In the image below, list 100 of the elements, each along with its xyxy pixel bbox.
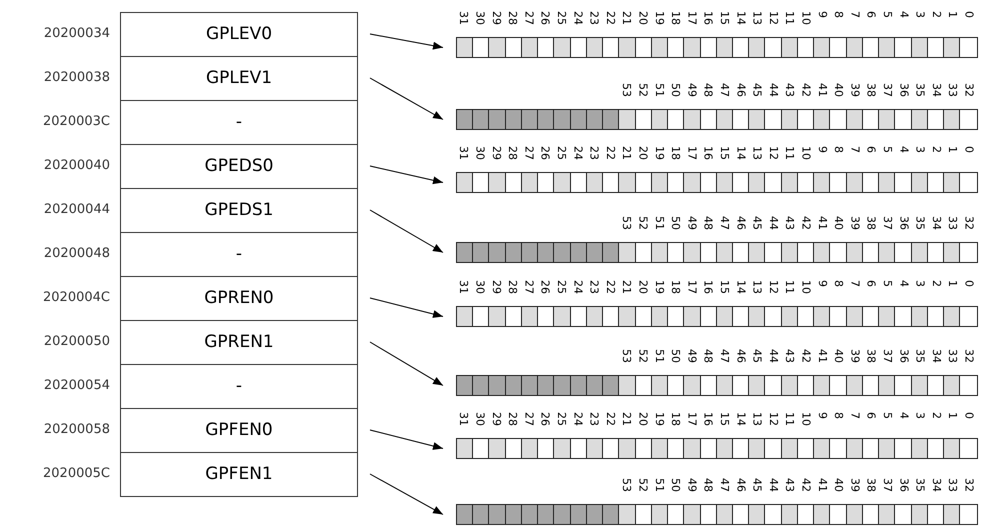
bit-number: 46 (735, 83, 746, 97)
bit-number: 19 (654, 280, 665, 294)
arrow (370, 342, 444, 386)
address-label: 20200048 (42, 247, 110, 260)
bit-number: 22 (604, 280, 616, 294)
address-label: 2020005C (42, 467, 110, 480)
bit-number: 4 (898, 280, 910, 287)
bit-number: 2 (930, 146, 942, 153)
bit-number: 39 (849, 349, 860, 363)
bit-number: 36 (898, 478, 910, 492)
bit-number: 41 (816, 83, 828, 97)
address-label: 20200040 (42, 159, 110, 172)
bit-number: 41 (816, 216, 828, 230)
bit-number: 5 (882, 11, 893, 18)
bit-number: 44 (768, 349, 779, 363)
bit-number: 7 (849, 11, 860, 18)
bit-number: 12 (768, 280, 779, 294)
bit-number: 49 (686, 216, 698, 230)
bit-number: 11 (784, 11, 796, 25)
register-row: GPFEN1 (120, 452, 358, 497)
bit-number: 50 (670, 478, 682, 492)
bit-number: 4 (898, 11, 910, 18)
bit-number: 10 (800, 280, 812, 294)
bit-number: 28 (507, 146, 518, 160)
bit-number: 37 (882, 478, 893, 492)
bit-number: 33 (947, 83, 958, 97)
bit-number: 29 (490, 412, 502, 426)
bit-number: 0 (963, 280, 974, 287)
bit-number: 46 (735, 216, 746, 230)
bit-number: 12 (768, 11, 779, 25)
bit-number: 22 (604, 146, 616, 160)
bit-number: 27 (523, 280, 534, 294)
bit-number: 0 (963, 412, 974, 419)
bit-number: 43 (784, 216, 796, 230)
bit-number: 45 (752, 349, 763, 363)
bit-number: 5 (882, 280, 893, 287)
bit-number: 27 (523, 146, 534, 160)
register-row: GPREN0 (120, 276, 358, 321)
bit-number: 44 (768, 83, 779, 97)
bit-number: 11 (784, 412, 796, 426)
bit-number: 49 (686, 478, 698, 492)
register-row: GPLEV1 (120, 56, 358, 101)
bit-number: 1 (947, 11, 958, 18)
bit-number: 2 (930, 412, 942, 419)
bit-number: 16 (702, 146, 714, 160)
bit-number: 2 (930, 11, 942, 18)
bit-number: 28 (507, 11, 518, 25)
bit-number: 25 (556, 11, 567, 25)
arrow (370, 298, 444, 318)
bit-number: 6 (866, 412, 877, 419)
bit-number: 34 (930, 216, 942, 230)
arrow (370, 430, 444, 450)
bit-number: 21 (621, 11, 632, 25)
bit-number: 34 (930, 83, 942, 97)
bit-number: 22 (604, 412, 616, 426)
bit-number: 40 (833, 349, 844, 363)
bit-number: 3 (914, 412, 926, 419)
bit-number: 53 (621, 349, 632, 363)
bit-number: 10 (800, 146, 812, 160)
bit-number: 47 (718, 83, 730, 97)
bit-number: 50 (670, 216, 682, 230)
bit-number: 19 (654, 146, 665, 160)
bit-number: 13 (752, 11, 763, 25)
bit-number: 15 (718, 146, 730, 160)
bit-number: 44 (768, 478, 779, 492)
bit-number: 52 (637, 83, 648, 97)
bit-number: 35 (914, 478, 926, 492)
bit-number: 41 (816, 349, 828, 363)
bit-number: 51 (654, 349, 665, 363)
bit-number: 26 (540, 11, 551, 25)
bit-number: 48 (702, 216, 714, 230)
bit-number: 42 (800, 83, 812, 97)
bit-number: 28 (507, 280, 518, 294)
bit-number: 20 (637, 280, 648, 294)
bit-number: 35 (914, 216, 926, 230)
bit-number: 42 (800, 349, 812, 363)
arrow (370, 34, 444, 50)
register-row: GPEDS0 (120, 144, 358, 189)
bit-number: 19 (654, 11, 665, 25)
bit-number: 26 (540, 146, 551, 160)
bit-number: 4 (898, 412, 910, 419)
bit-number: 18 (670, 280, 682, 294)
bit-number: 21 (621, 280, 632, 294)
bit-number: 47 (718, 478, 730, 492)
bit-number: 8 (833, 146, 844, 153)
bit-number: 8 (833, 280, 844, 287)
bit-number: 23 (588, 280, 600, 294)
bit-number: 13 (752, 146, 763, 160)
bit-number: 42 (800, 478, 812, 492)
bit-number: 31 (458, 280, 470, 294)
address-label: 2020004C (42, 291, 110, 304)
bit-number: 23 (588, 412, 600, 426)
bit-number: 16 (702, 11, 714, 25)
arrow (370, 166, 444, 184)
bit-number: 6 (866, 280, 877, 287)
bit-number: 26 (540, 412, 551, 426)
register-row: GPFEN0 (120, 408, 358, 453)
bit-number: 19 (654, 412, 665, 426)
bit-number: 45 (752, 478, 763, 492)
bit-number: 52 (637, 349, 648, 363)
